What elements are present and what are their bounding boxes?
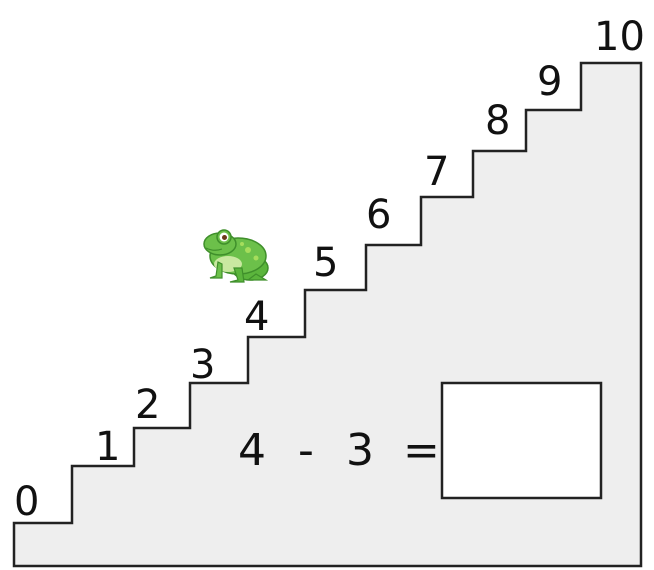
- equation-operator: -: [298, 425, 314, 476]
- step-label-9: 9: [537, 59, 562, 105]
- step-label-0: 0: [14, 479, 39, 525]
- step-label-4: 4: [244, 294, 269, 340]
- step-label-3: 3: [190, 342, 215, 388]
- step-label-7: 7: [424, 149, 449, 195]
- equation-right: 3: [346, 425, 374, 476]
- answer-box[interactable]: [440, 381, 603, 500]
- step-label-1: 1: [95, 424, 120, 470]
- step-label-6: 6: [366, 192, 391, 238]
- equation-left: 4: [238, 425, 266, 476]
- frog-icon: [203, 229, 269, 283]
- step-label-5: 5: [313, 240, 338, 286]
- equation-equals: =: [403, 425, 440, 476]
- step-label-10: 10: [594, 14, 645, 60]
- step-label-8: 8: [485, 98, 510, 144]
- step-label-2: 2: [135, 382, 160, 428]
